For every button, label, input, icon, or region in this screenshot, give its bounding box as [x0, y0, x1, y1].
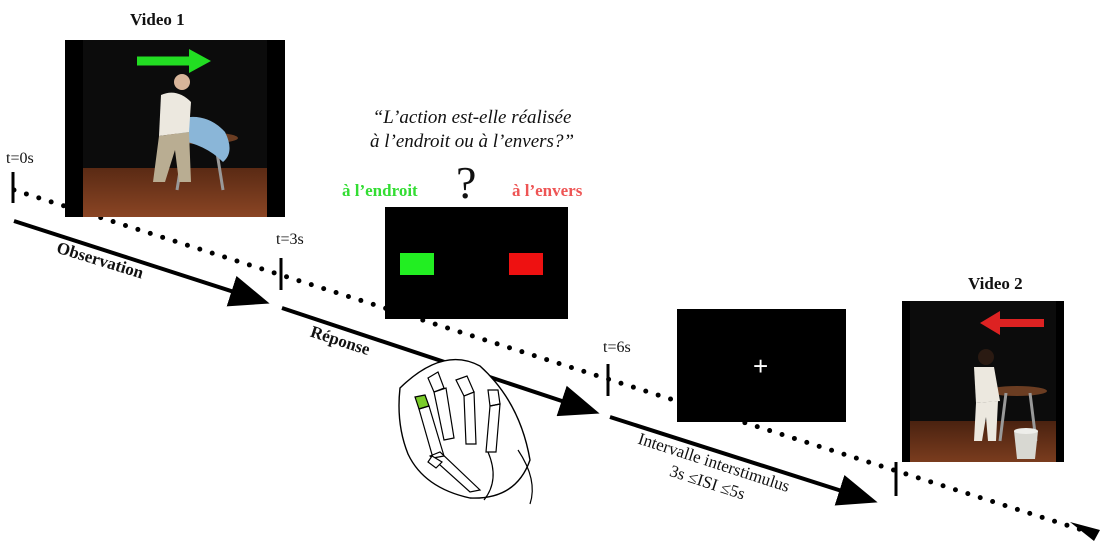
backward-response-box — [509, 253, 543, 275]
question-mark: ? — [456, 157, 477, 208]
video-2-title: Video 2 — [968, 274, 1023, 293]
forward-response-box — [400, 253, 434, 275]
question-text: “L’action est-elle réalisée à l’endroit … — [322, 106, 622, 154]
question-line-2: à l’endroit ou à l’envers?” — [369, 131, 575, 152]
forward-label: à l’endroit — [342, 181, 418, 200]
question-line-1: “L’action est-elle réalisée — [372, 107, 572, 128]
hand-on-keypad-icon — [398, 358, 533, 505]
backward-label: à l’envers — [512, 181, 583, 200]
reponse-arrow — [281, 306, 600, 417]
video-2-frame — [902, 301, 1064, 462]
observation-arrow — [13, 219, 270, 307]
video-2-scene — [902, 301, 1064, 462]
video-1-direction-arrowhead — [189, 49, 211, 73]
time-label-t6: t=6s — [603, 339, 631, 356]
response-screen — [385, 207, 568, 319]
isi-arrow — [609, 415, 878, 506]
end-arrowhead — [1070, 522, 1100, 541]
video-1-scene — [65, 40, 285, 217]
video-1-title: Video 1 — [130, 10, 185, 29]
video-1-frame — [65, 40, 285, 217]
time-label-t3: t=3s — [276, 231, 304, 248]
fixation-cross: + — [753, 351, 769, 381]
dotted-timeline — [11, 187, 1085, 533]
video-2-direction-arrowhead — [980, 311, 1000, 335]
fixation-screen: + — [677, 309, 846, 422]
time-label-t0: t=0s — [6, 150, 34, 167]
